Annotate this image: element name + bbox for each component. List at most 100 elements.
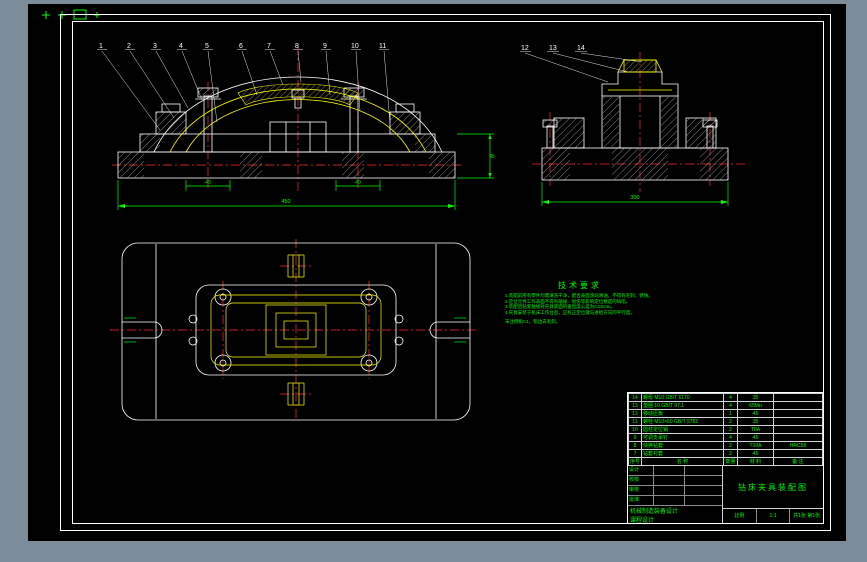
bom-row: 8 快换钻套 2 T10A HRC58 [628,441,823,450]
side-dimensions: 300 [541,182,729,206]
plan-centerlines [110,239,478,421]
bom-header-name: 名 称 [641,457,724,466]
bom-cell-qty: 1 [723,409,738,418]
part-number: 9 [323,43,327,50]
part-number: 2 [127,43,131,50]
bom-header-no: 序号 [628,457,642,466]
bom-cell-note [773,433,823,442]
bom-cell-note: HRC58 [773,441,823,450]
plan-geometry [121,242,471,421]
side-section-view: 12 13 14 300 [520,45,748,206]
bom-cell-name: 移动压板 [641,409,724,418]
signature-spacer [685,476,722,485]
bom-cell-material: T10A [737,441,774,450]
tech-req-line: 2.定位元件工作表面不得有磕碰、划伤等影响定位精度的缺陷。 [505,298,631,304]
signature-row: 校核 [628,476,722,486]
dim-height: 45 [489,154,495,160]
bom-cell-name: 螺栓 M10×60 GB/T 5782 [641,417,724,426]
tech-req-line: 4.夹具安装于机床工作台后，应校正定位键与进给方向的平行度。 [505,309,635,315]
bom-cell-no: 9 [628,433,642,442]
signature-spacer [685,486,722,495]
bom-table: 14 螺母 M10 GB/T 6170 4 35 13 垫圈 10 GB/T 9… [628,393,823,466]
scale-label: 比例 [723,509,757,523]
plus-mark-icon [42,11,50,19]
side-clamp-curves [608,59,672,91]
bom-cell-no: 14 [628,393,642,402]
bom-cell-note [773,449,823,458]
part-number: 8 [295,43,299,50]
bom-cell-material: 65Mn [737,401,774,410]
bom-cell-material: 35 [737,417,774,426]
tech-req-note: 未注倒角C1，锐边去毛刺。 [505,319,561,325]
course-name: 机械制造装备设计 课程设计 [628,506,722,523]
course-line-1: 机械制造装备设计 [630,509,679,515]
bom-cell-no: 11 [628,417,642,426]
drawing-meta-row: 比例 1:1 共1张 第1张 [723,508,823,523]
plan-detail-yellow [210,254,382,406]
bom-cell-material: 45 [737,409,774,418]
bom-cell-note [773,393,823,402]
bom-cell-note [773,425,823,434]
tech-req-line: 1.装配前所有零件均需清洗干净，配合表面涂润滑油，不得有毛刺、锈蚀。 [505,293,653,298]
side-part-numbers: 12 13 14 [521,45,585,52]
drawing-frame-inner [72,21,824,524]
signature-value [654,476,685,485]
signature-value [654,496,685,505]
scale-value: 1:1 [757,509,791,523]
bom-row: 14 螺母 M10 GB/T 6170 4 35 [628,393,823,402]
technical-requirements: 技术要求 1.装配前所有零件均需清洗干净，配合表面涂润滑油，不得有毛刺、锈蚀。 … [505,280,655,325]
bom-cell-name: 圆柱定位销 [641,425,724,434]
dim-overall: 450 [281,199,290,205]
drawing-frame-outer [60,14,831,531]
signature-label: 校核 [628,476,654,485]
bom-cell-no: 12 [628,409,642,418]
bom-cell-note [773,409,823,418]
front-dimensions: 450 40 40 45 [117,133,495,210]
part-number: 7 [267,43,271,50]
signature-value [654,486,685,495]
bom-row: 12 移动压板 1 45 [628,409,823,418]
bom-cell-qty: 2 [723,441,738,450]
bom-header-qty: 数量 [723,457,738,466]
bom-cell-qty: 2 [723,449,738,458]
part-number: 13 [549,45,557,52]
tech-req-lines: 1.装配前所有零件均需清洗干净，配合表面涂润滑油，不得有毛刺、锈蚀。 2.定位元… [505,293,655,315]
dim-left-stud: 40 [205,180,211,186]
bom-cell-no: 8 [628,441,642,450]
side-part-leaders [520,51,643,83]
bom-cell-name: 螺母 M10 GB/T 6170 [641,393,724,402]
title-area: 设计 校核 审核 [628,466,823,523]
bom-cell-note [773,417,823,426]
part-number: 1 [99,43,103,50]
title-block: 14 螺母 M10 GB/T 6170 4 35 13 垫圈 10 GB/T 9… [627,392,824,524]
part-number: 4 [179,43,183,50]
bom-cell-qty: 4 [723,433,738,442]
signature-spacer [685,496,722,505]
bom-cell-qty: 2 [723,425,738,434]
bom-row: 7 钻套衬套 2 45 [628,449,823,458]
dim-side-overall: 300 [630,195,639,201]
signature-row: 审核 [628,486,722,496]
course-line-2: 课程设计 [630,518,655,523]
part-number: 12 [521,45,529,52]
front-section-view: 1 2 3 4 5 6 7 8 9 10 11 [97,43,495,210]
drawing-title: 钻床夹具装配图 [738,482,808,492]
part-number: 6 [239,43,243,50]
bom-cell-qty: 2 [723,417,738,426]
bom-row: 9 可调支承钉 4 45 [628,433,823,442]
signature-spacer [685,466,722,475]
bom-cell-material: 45 [737,449,774,458]
drawing-info-column: 钻床夹具装配图 比例 1:1 共1张 第1张 [723,466,823,523]
bom-cell-no: 13 [628,401,642,410]
bom-cell-qty: 4 [723,401,738,410]
plan-view [110,239,478,421]
signature-label: 批准 [628,496,654,505]
part-number: 11 [379,43,386,50]
bom-cell-material: 45 [737,433,774,442]
bom-cell-material: 35 [737,393,774,402]
side-geometry [541,71,729,181]
bom-cell-note [773,401,823,410]
front-clamp-curves [169,83,427,153]
bom-cell-no: 10 [628,425,642,434]
